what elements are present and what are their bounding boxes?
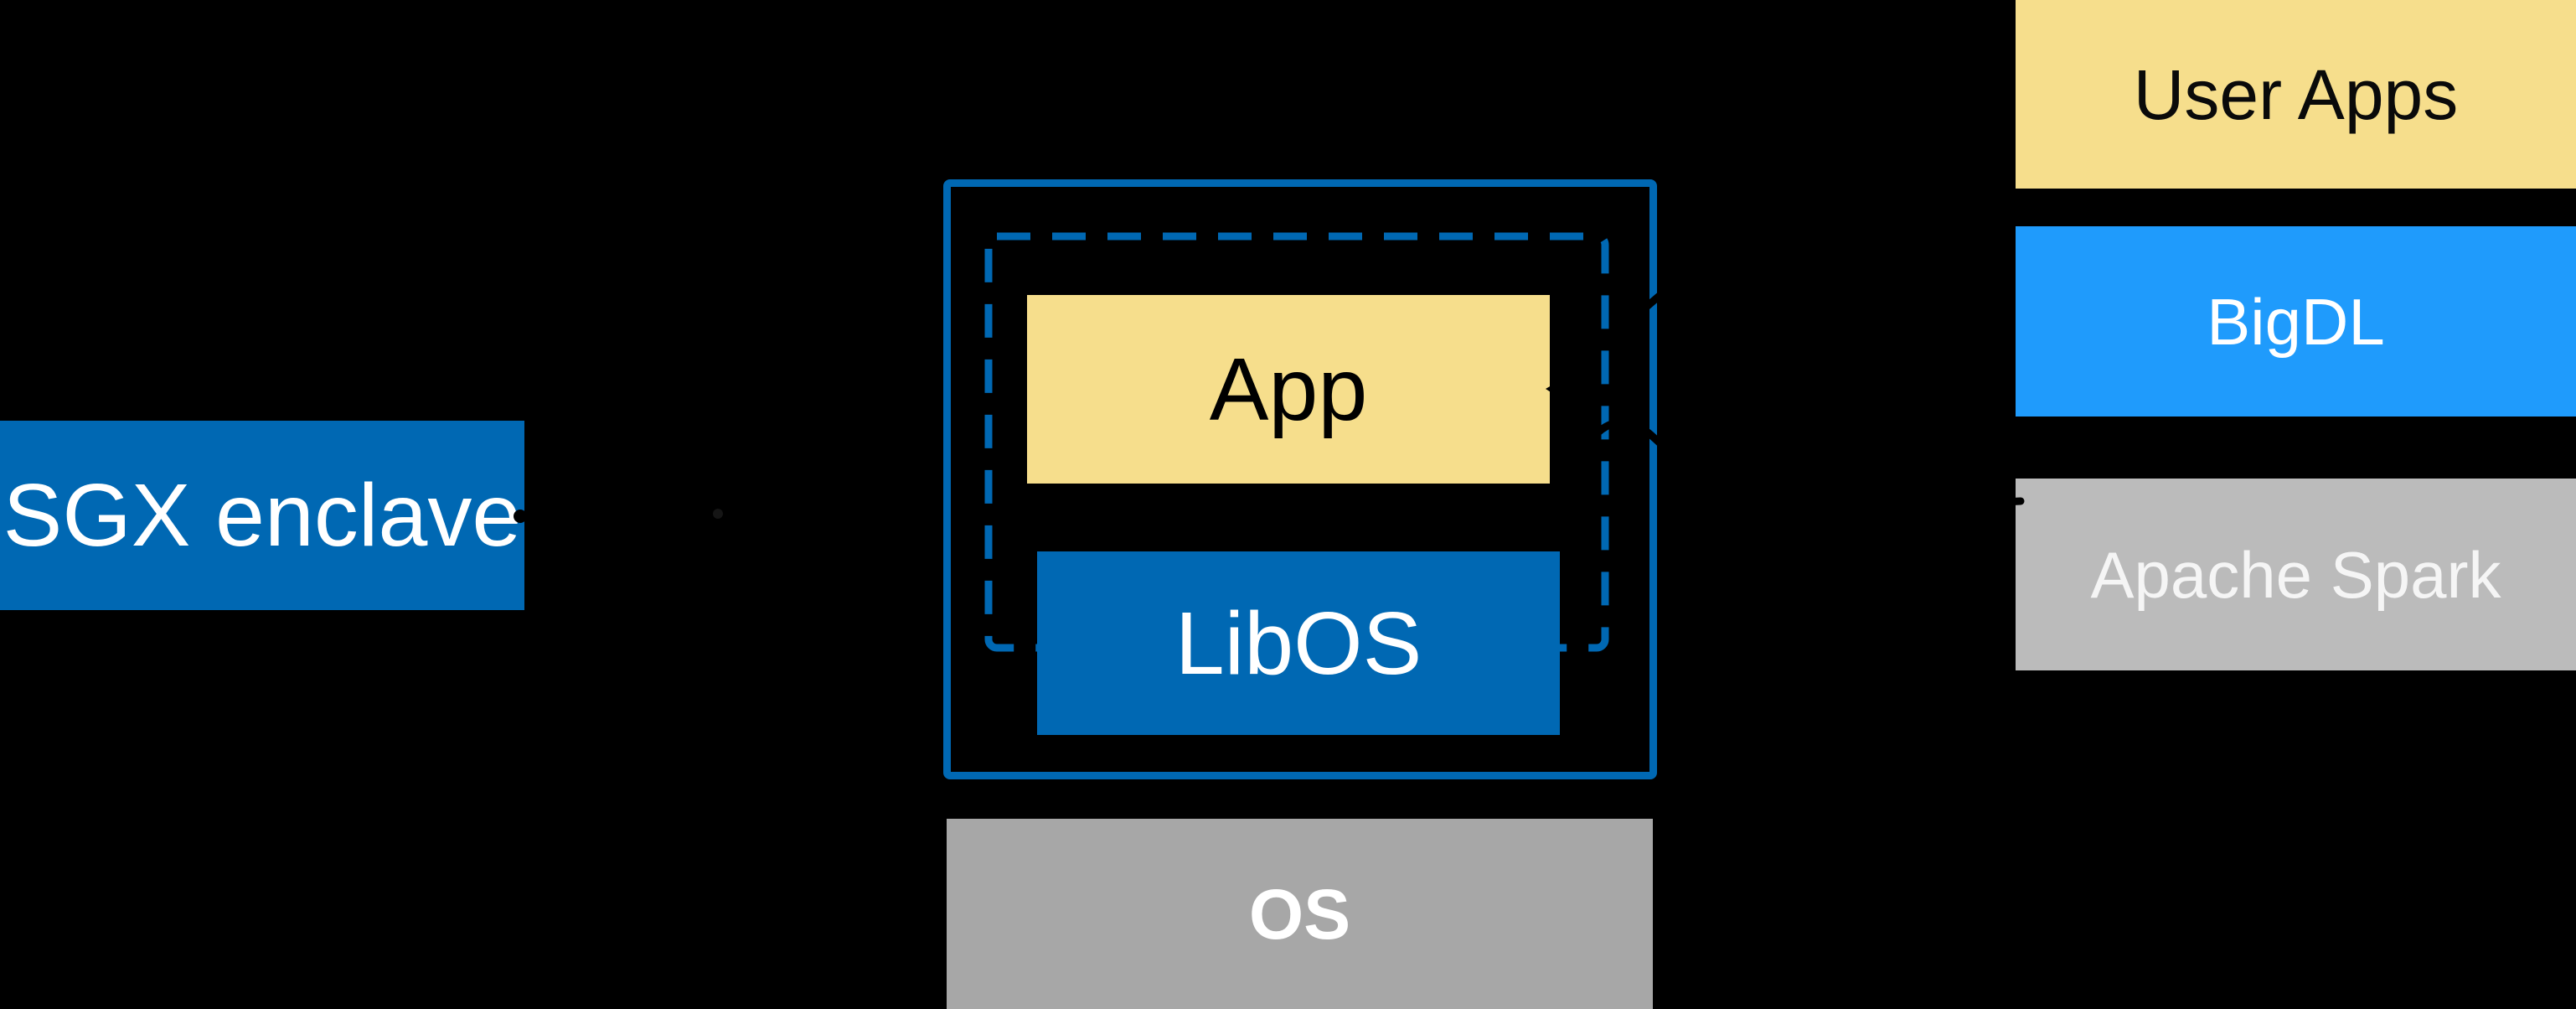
app-label: App [1209, 339, 1368, 439]
apache-spark-label: Apache Spark [2090, 537, 2501, 612]
apache-spark-box: Apache Spark [2016, 479, 2576, 670]
os-label: OS [1248, 874, 1351, 954]
bigdl-box: BigDL [2016, 226, 2576, 417]
sgx-leader-end-dot-icon [713, 509, 723, 519]
sgx-enclave-label: SGX enclave [3, 466, 522, 565]
bigdl-label: BigDL [2207, 284, 2385, 359]
libos-label: LibOS [1174, 593, 1422, 693]
user-apps-label: User Apps [2133, 54, 2459, 134]
sgx-enclave-box: SGX enclave [0, 421, 524, 610]
app-box: App [1027, 295, 1550, 484]
sgx-leader-line [519, 511, 720, 519]
user-apps-box: User Apps [2016, 0, 2576, 189]
os-box: OS [947, 819, 1653, 1009]
libos-box: LibOS [1037, 551, 1560, 735]
